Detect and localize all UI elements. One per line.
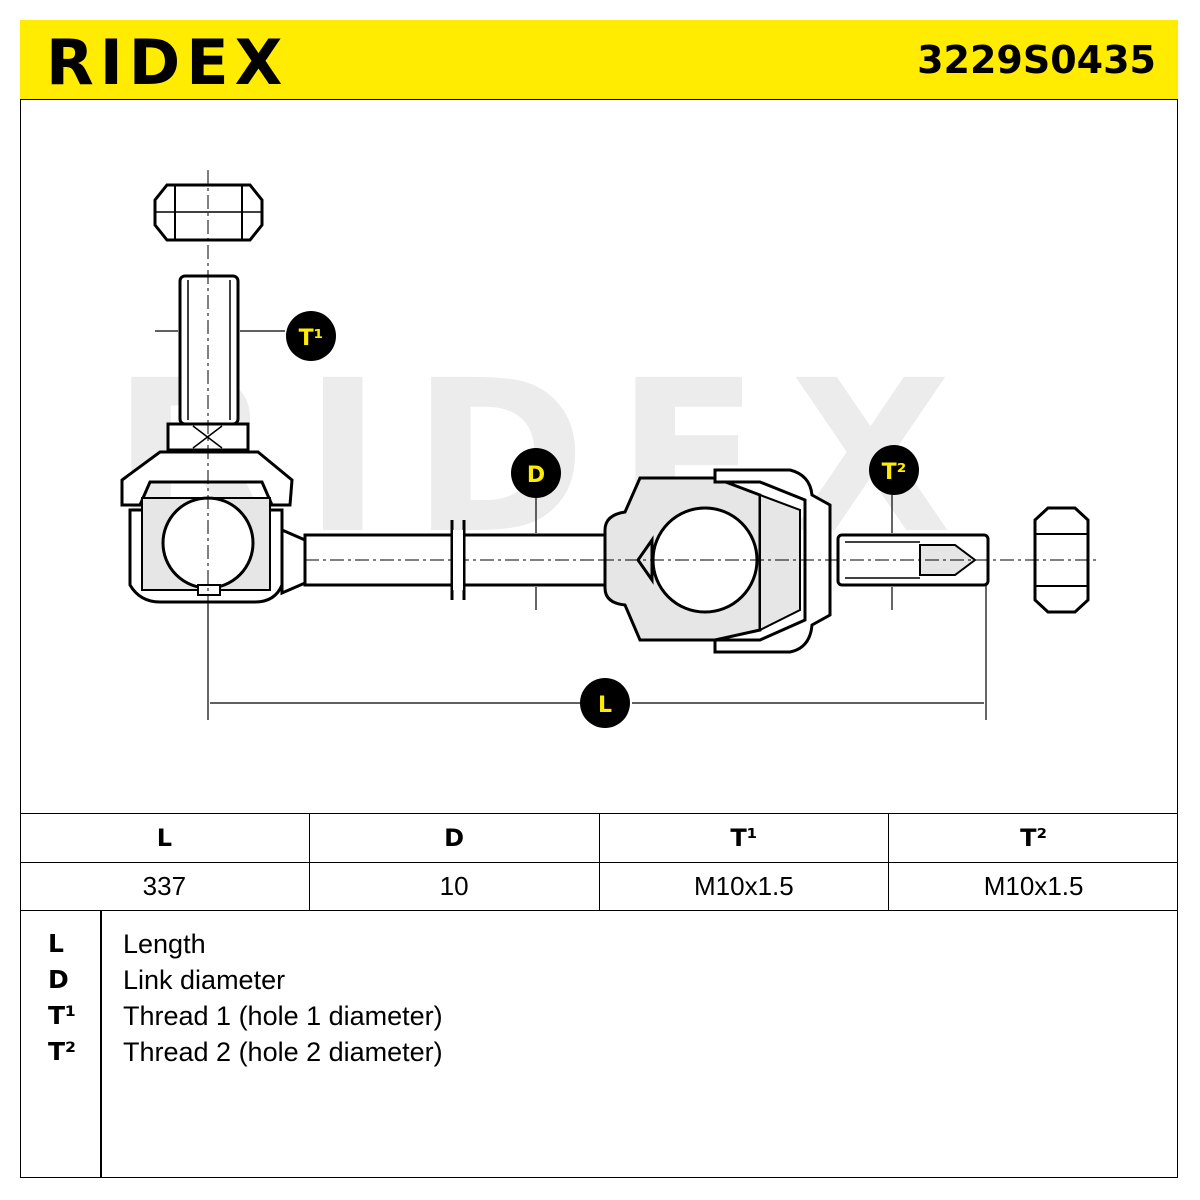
stabilizer-link-drawing bbox=[120, 183, 1090, 654]
technical-drawing: RIDEX bbox=[112, 170, 1100, 728]
legend-key: D bbox=[48, 965, 69, 994]
spec-table-value-row: 337 10 M10x1.5 M10x1.5 bbox=[20, 862, 1178, 910]
header-bar: RIDEX 3229S0435 bbox=[20, 20, 1178, 100]
legend-item: T² Thread 2 (hole 2 diameter) bbox=[20, 1037, 1178, 1073]
legend-key: L bbox=[48, 929, 64, 958]
spec-table-header-row: L D T¹ T² bbox=[20, 814, 1178, 863]
legend-divider bbox=[100, 911, 102, 1178]
legend-key: T² bbox=[48, 1037, 77, 1066]
brand-logo-text: RIDEX bbox=[46, 26, 288, 94]
legend-key: T¹ bbox=[48, 1001, 77, 1030]
spec-value-l: 337 bbox=[20, 862, 310, 910]
spec-header-d: D bbox=[310, 814, 600, 862]
legend-desc: Thread 1 (hole 1 diameter) bbox=[123, 1001, 443, 1031]
left-boot bbox=[120, 450, 294, 507]
right-boot bbox=[713, 468, 832, 654]
legend: L Length D Link diameter T¹ Thread 1 (ho… bbox=[20, 911, 1178, 1178]
callout-t2: T² bbox=[869, 445, 919, 495]
spec-table: L D T¹ T² 337 10 M10x1.5 M10x1.5 bbox=[20, 813, 1178, 911]
legend-item: D Link diameter bbox=[20, 965, 1178, 1001]
legend-desc: Length bbox=[123, 929, 206, 959]
brand-logo: RIDEX bbox=[46, 26, 288, 94]
spec-header-t1: T¹ bbox=[600, 814, 890, 862]
legend-desc: Link diameter bbox=[123, 965, 286, 995]
spec-value-t1: M10x1.5 bbox=[600, 862, 890, 910]
callout-l: L bbox=[580, 678, 630, 728]
spec-header-t2: T² bbox=[1020, 824, 1048, 852]
callout-t1-label: T¹ bbox=[299, 326, 324, 351]
callout-l-label: L bbox=[598, 693, 612, 718]
callout-t1: T¹ bbox=[286, 311, 336, 361]
spec-header-l: L bbox=[20, 814, 310, 862]
callout-t2-label: T² bbox=[882, 460, 907, 485]
callout-d: D bbox=[511, 448, 561, 498]
legend-item: T¹ Thread 1 (hole 1 diameter) bbox=[20, 1001, 1178, 1037]
legend-desc: Thread 2 (hole 2 diameter) bbox=[123, 1037, 443, 1067]
part-number: 3229S0435 bbox=[917, 38, 1156, 82]
callout-d-label: D bbox=[527, 463, 545, 488]
legend-item: L Length bbox=[20, 929, 1178, 965]
spec-value-d: 10 bbox=[310, 862, 600, 910]
spec-value-t2: M10x1.5 bbox=[983, 870, 1084, 901]
